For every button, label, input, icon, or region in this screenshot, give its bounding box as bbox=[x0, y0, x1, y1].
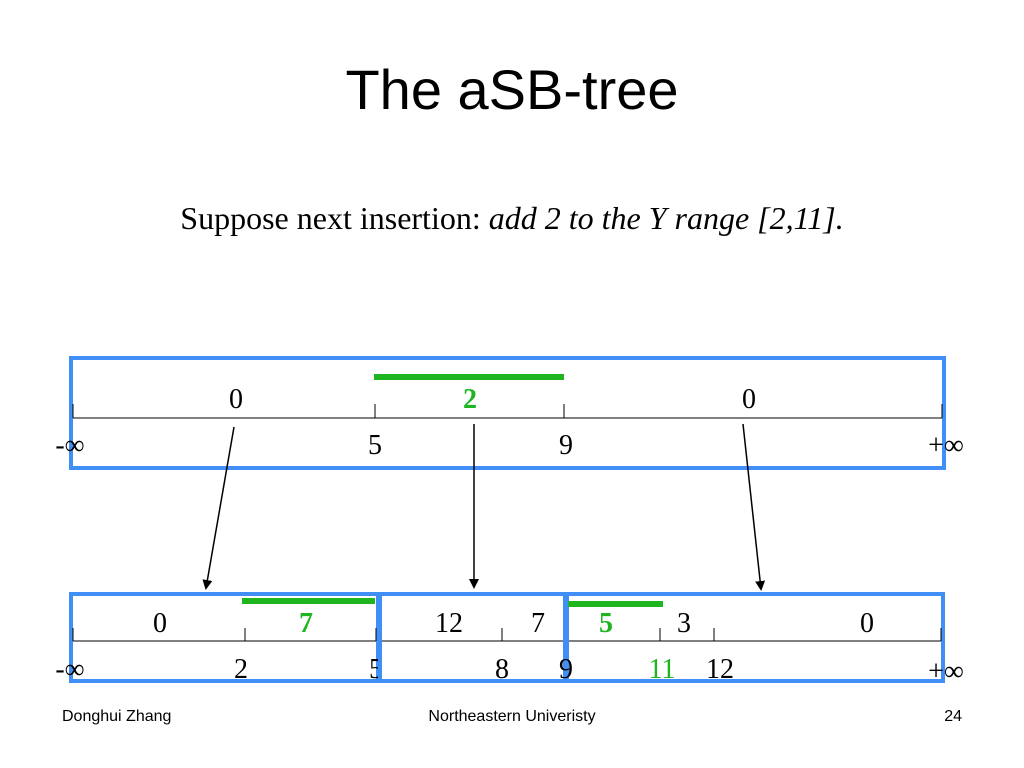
bottom-node-value: 3 bbox=[677, 608, 691, 639]
top-node-value-highlighted: 2 bbox=[463, 384, 477, 415]
bottom-node-3: 5 3 0 9 11 12 +∞ bbox=[559, 592, 964, 687]
footer-institution: Northeastern Univeristy bbox=[428, 708, 596, 725]
bottom-node-value: 7 bbox=[531, 608, 545, 639]
top-node-key: -∞ bbox=[55, 430, 84, 461]
bottom-node-key-highlighted: 11 bbox=[649, 654, 676, 685]
bottom-node-value: 0 bbox=[860, 608, 874, 639]
bottom-node-key: 9 bbox=[559, 654, 573, 685]
top-node-value: 0 bbox=[742, 384, 756, 415]
slide-title: The aSB-tree bbox=[345, 58, 679, 121]
bottom-node-key: 2 bbox=[234, 654, 248, 685]
bottom-node-1: 0 7 -∞ 2 5 bbox=[55, 592, 383, 685]
bottom-node-key: 12 bbox=[706, 654, 734, 685]
bottom-node-value-highlighted: 5 bbox=[599, 608, 613, 639]
bottom-node-value: 0 bbox=[153, 608, 167, 639]
subtitle: Suppose next insertion: add 2 to the Y r… bbox=[0, 200, 1024, 237]
bottom-node-value-highlighted: 7 bbox=[299, 608, 313, 639]
top-node-box bbox=[69, 356, 946, 470]
subtitle-lead: Suppose next insertion: bbox=[180, 200, 489, 236]
child-pointer-arrow bbox=[742, 423, 766, 591]
bottom-node-key: 8 bbox=[495, 654, 509, 685]
top-node-key: 9 bbox=[559, 430, 573, 461]
top-node-key: +∞ bbox=[928, 430, 964, 461]
bottom-node-key: +∞ bbox=[928, 656, 964, 687]
bottom-node-1-box bbox=[69, 592, 380, 683]
child-pointer-arrow bbox=[202, 426, 235, 590]
top-node-key: 5 bbox=[368, 430, 382, 461]
top-node: 0 2 0 -∞ 5 9 +∞ bbox=[55, 356, 964, 470]
bottom-node-2: 12 7 8 bbox=[378, 592, 567, 685]
bottom-node-key: -∞ bbox=[55, 654, 84, 685]
bottom-node-3-box bbox=[565, 592, 945, 683]
top-node-value: 0 bbox=[229, 384, 243, 415]
subtitle-emphasis: add 2 to the Y range [2,11]. bbox=[488, 200, 844, 236]
bottom-node-value: 12 bbox=[435, 608, 463, 639]
footer-page-number: 24 bbox=[944, 708, 962, 725]
footer-author: Donghui Zhang bbox=[62, 708, 172, 725]
